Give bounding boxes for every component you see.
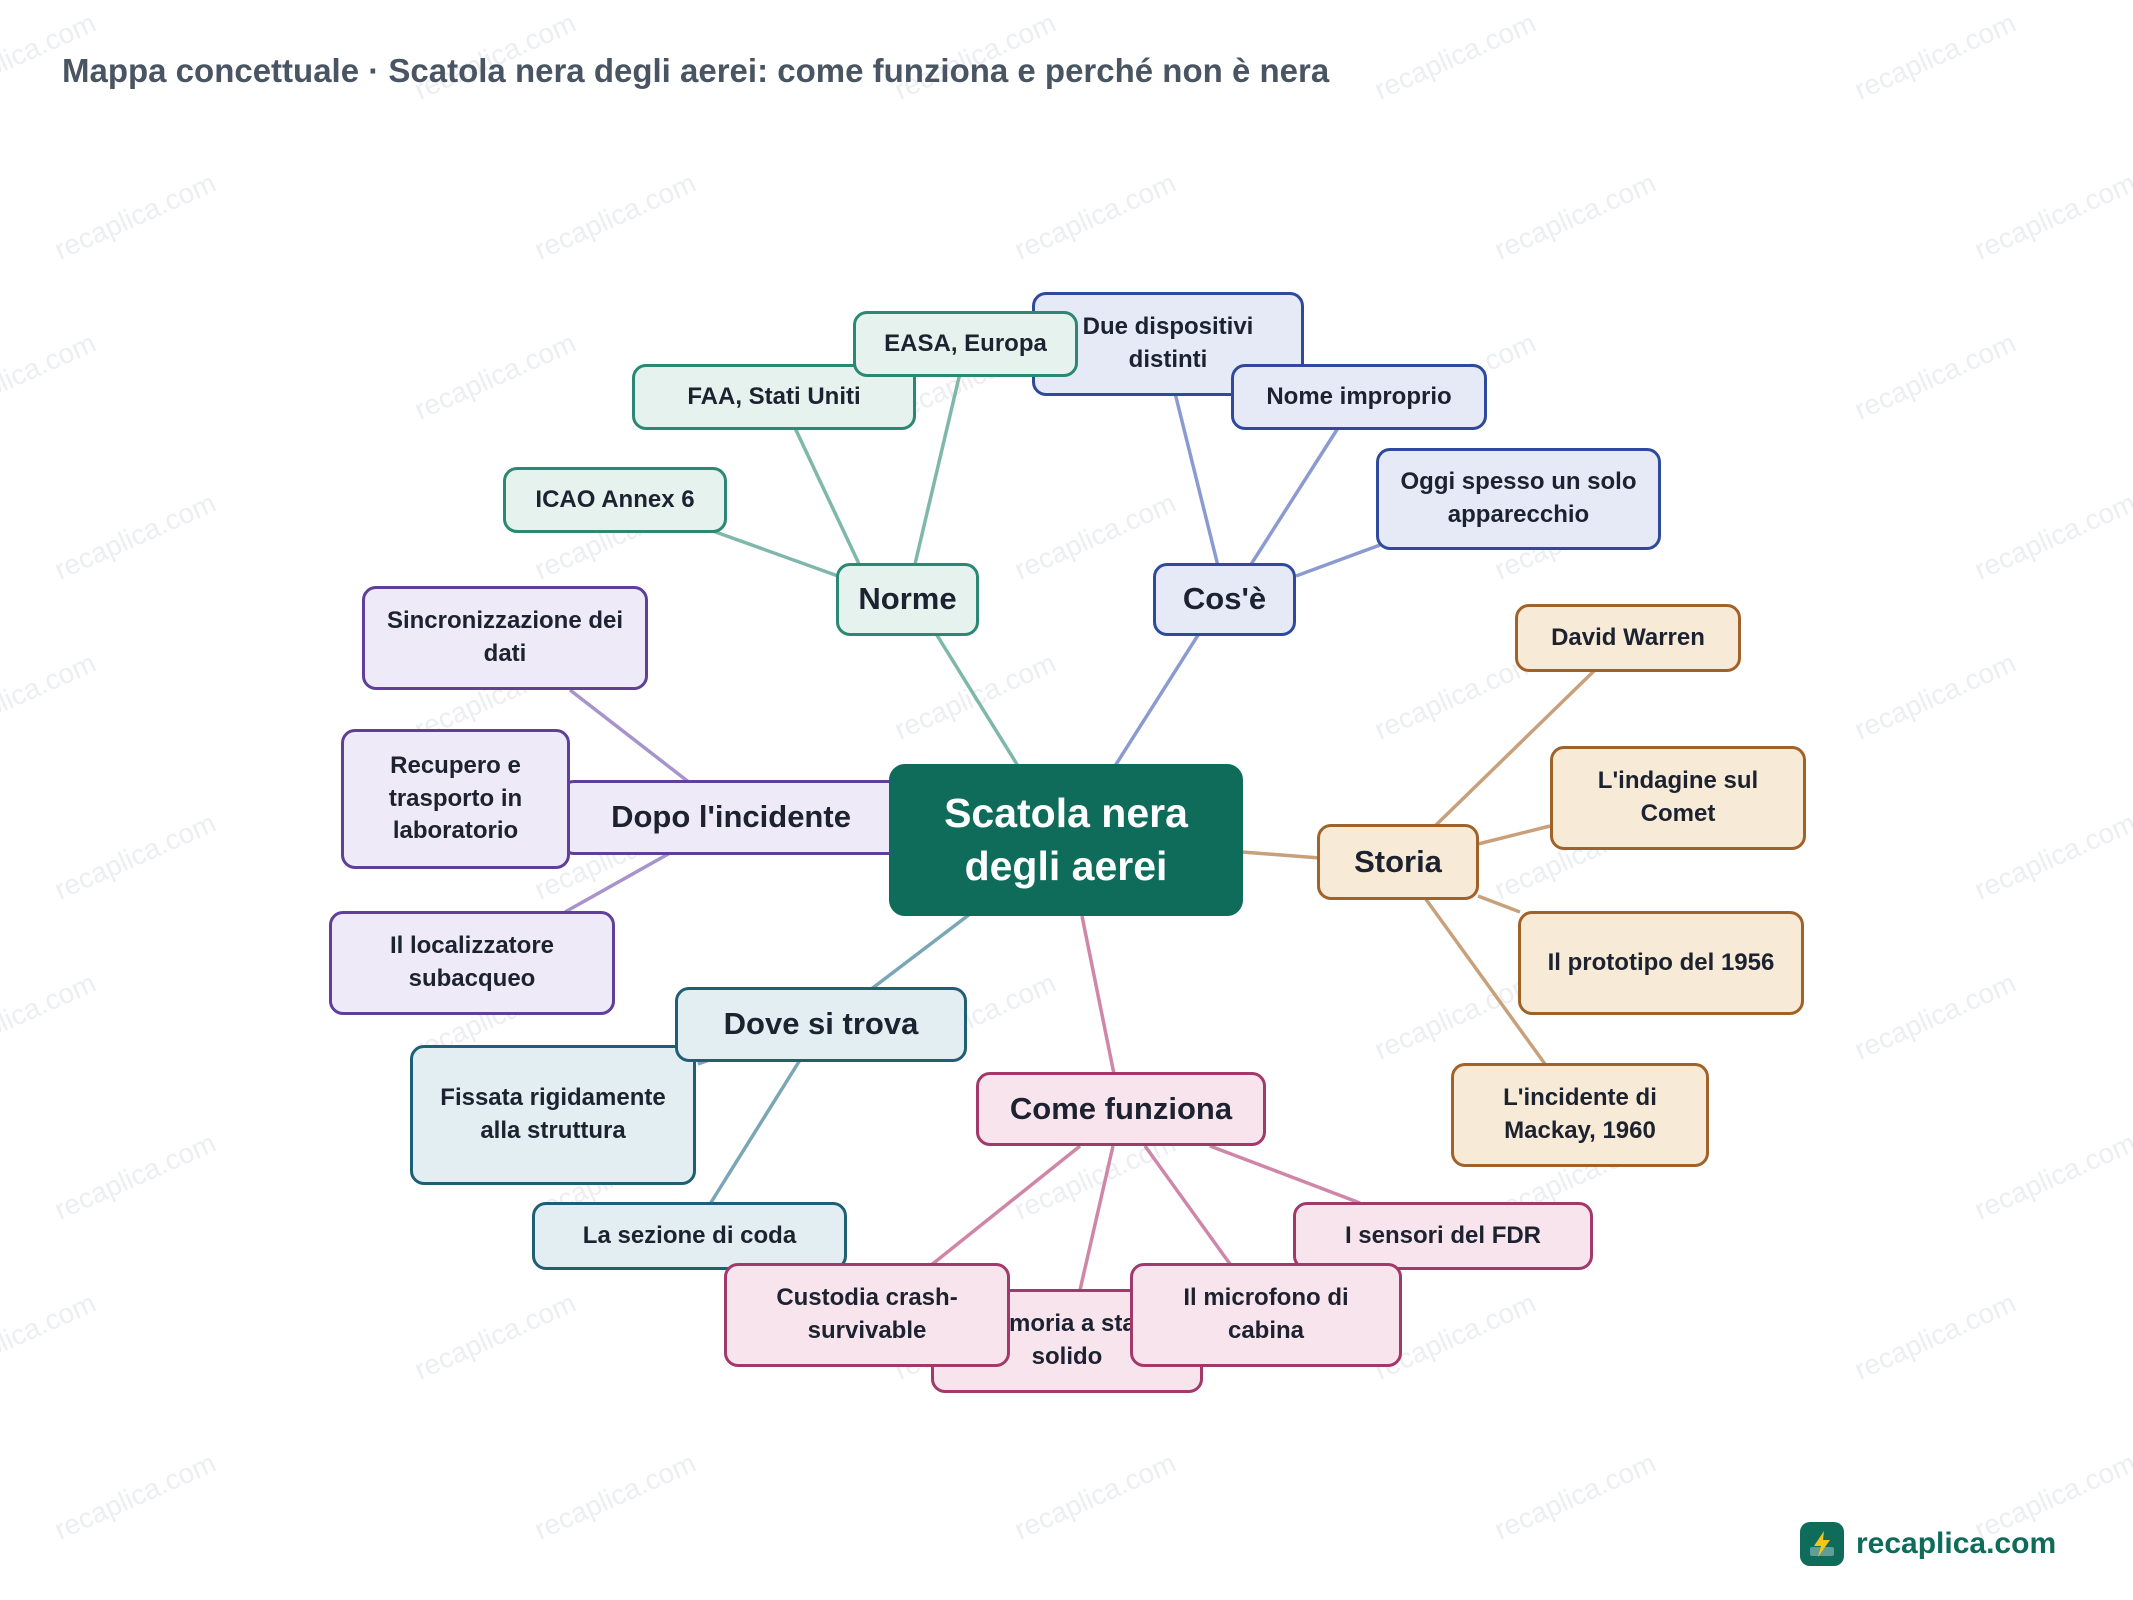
link-storia-mackay [1423, 896, 1547, 1066]
branch-norme: Norme [836, 563, 979, 636]
link-storia-comet [1477, 824, 1551, 846]
link-center-dove [868, 912, 972, 992]
link-come-microfono [1143, 1144, 1232, 1266]
node-david-warren: David Warren [1515, 604, 1741, 672]
node-localizzatore-subacqueo: Il localizzatore subacqueo [329, 911, 615, 1015]
branch-dopo-incidente: Dopo l'incidente [560, 780, 902, 855]
link-dove-coda [708, 1059, 802, 1205]
link-center-storia [1241, 850, 1321, 860]
node-icao-annex-6: ICAO Annex 6 [503, 467, 727, 533]
branch-storia: Storia [1317, 824, 1479, 900]
link-come-custodia [928, 1144, 1082, 1268]
link-center-cose [1113, 631, 1202, 767]
link-cose-oggi [1295, 543, 1381, 578]
node-custodia-crash-survivable: Custodia crash-survivable [724, 1263, 1010, 1367]
link-cose-nome [1248, 427, 1340, 567]
brand-logo: recaplica.com [1800, 1522, 2056, 1566]
node-prototipo-1956: Il prototipo del 1956 [1518, 911, 1804, 1015]
link-dopo-localizzatore [564, 851, 671, 914]
branch-come-funziona: Come funziona [976, 1072, 1266, 1146]
link-storia-prototipo [1477, 894, 1521, 914]
node-sincronizzazione-dati: Sincronizzazione dei dati [362, 586, 648, 690]
node-easa-europa: EASA, Europa [853, 311, 1078, 377]
node-recupero-trasporto-laboratorio: Recupero e trasporto in laboratorio [341, 729, 570, 869]
link-come-sensori [1209, 1144, 1361, 1205]
node-microfono-cabina: Il microfono di cabina [1130, 1263, 1402, 1367]
link-norme-faa [793, 427, 862, 567]
page-title: Mappa concettuale · Scatola nera degli a… [62, 52, 1330, 89]
node-sensori-fdr: I sensori del FDR [1293, 1202, 1593, 1270]
node-indagine-comet: L'indagine sul Comet [1550, 746, 1806, 850]
link-come-memoria [1078, 1145, 1115, 1291]
link-norme-icao [709, 528, 839, 578]
branch-dove-si-trova: Dove si trova [675, 987, 967, 1062]
node-fissata-rigidamente: Fissata rigidamente alla struttura [410, 1045, 696, 1185]
link-center-come [1080, 915, 1116, 1075]
node-incidente-mackay-1960: L'incidente di Mackay, 1960 [1451, 1063, 1709, 1167]
node-oggi-spesso-un-solo-apparecchio: Oggi spesso un solo apparecchio [1376, 448, 1661, 550]
branch-cose: Cos'è [1153, 563, 1296, 636]
link-center-norme [933, 631, 1020, 767]
node-nome-improprio: Nome improprio [1231, 364, 1487, 430]
link-cose-due [1173, 392, 1220, 567]
central-topic: Scatola nera degli aerei [889, 764, 1243, 916]
lightning-bolt-icon [1800, 1522, 1844, 1566]
link-norme-easa [913, 372, 962, 565]
logo-text: recaplica.com [1856, 1527, 2057, 1560]
node-sezione-di-coda: La sezione di coda [532, 1202, 847, 1270]
link-dopo-sincro [568, 688, 692, 785]
link-storia-warren [1433, 668, 1597, 828]
